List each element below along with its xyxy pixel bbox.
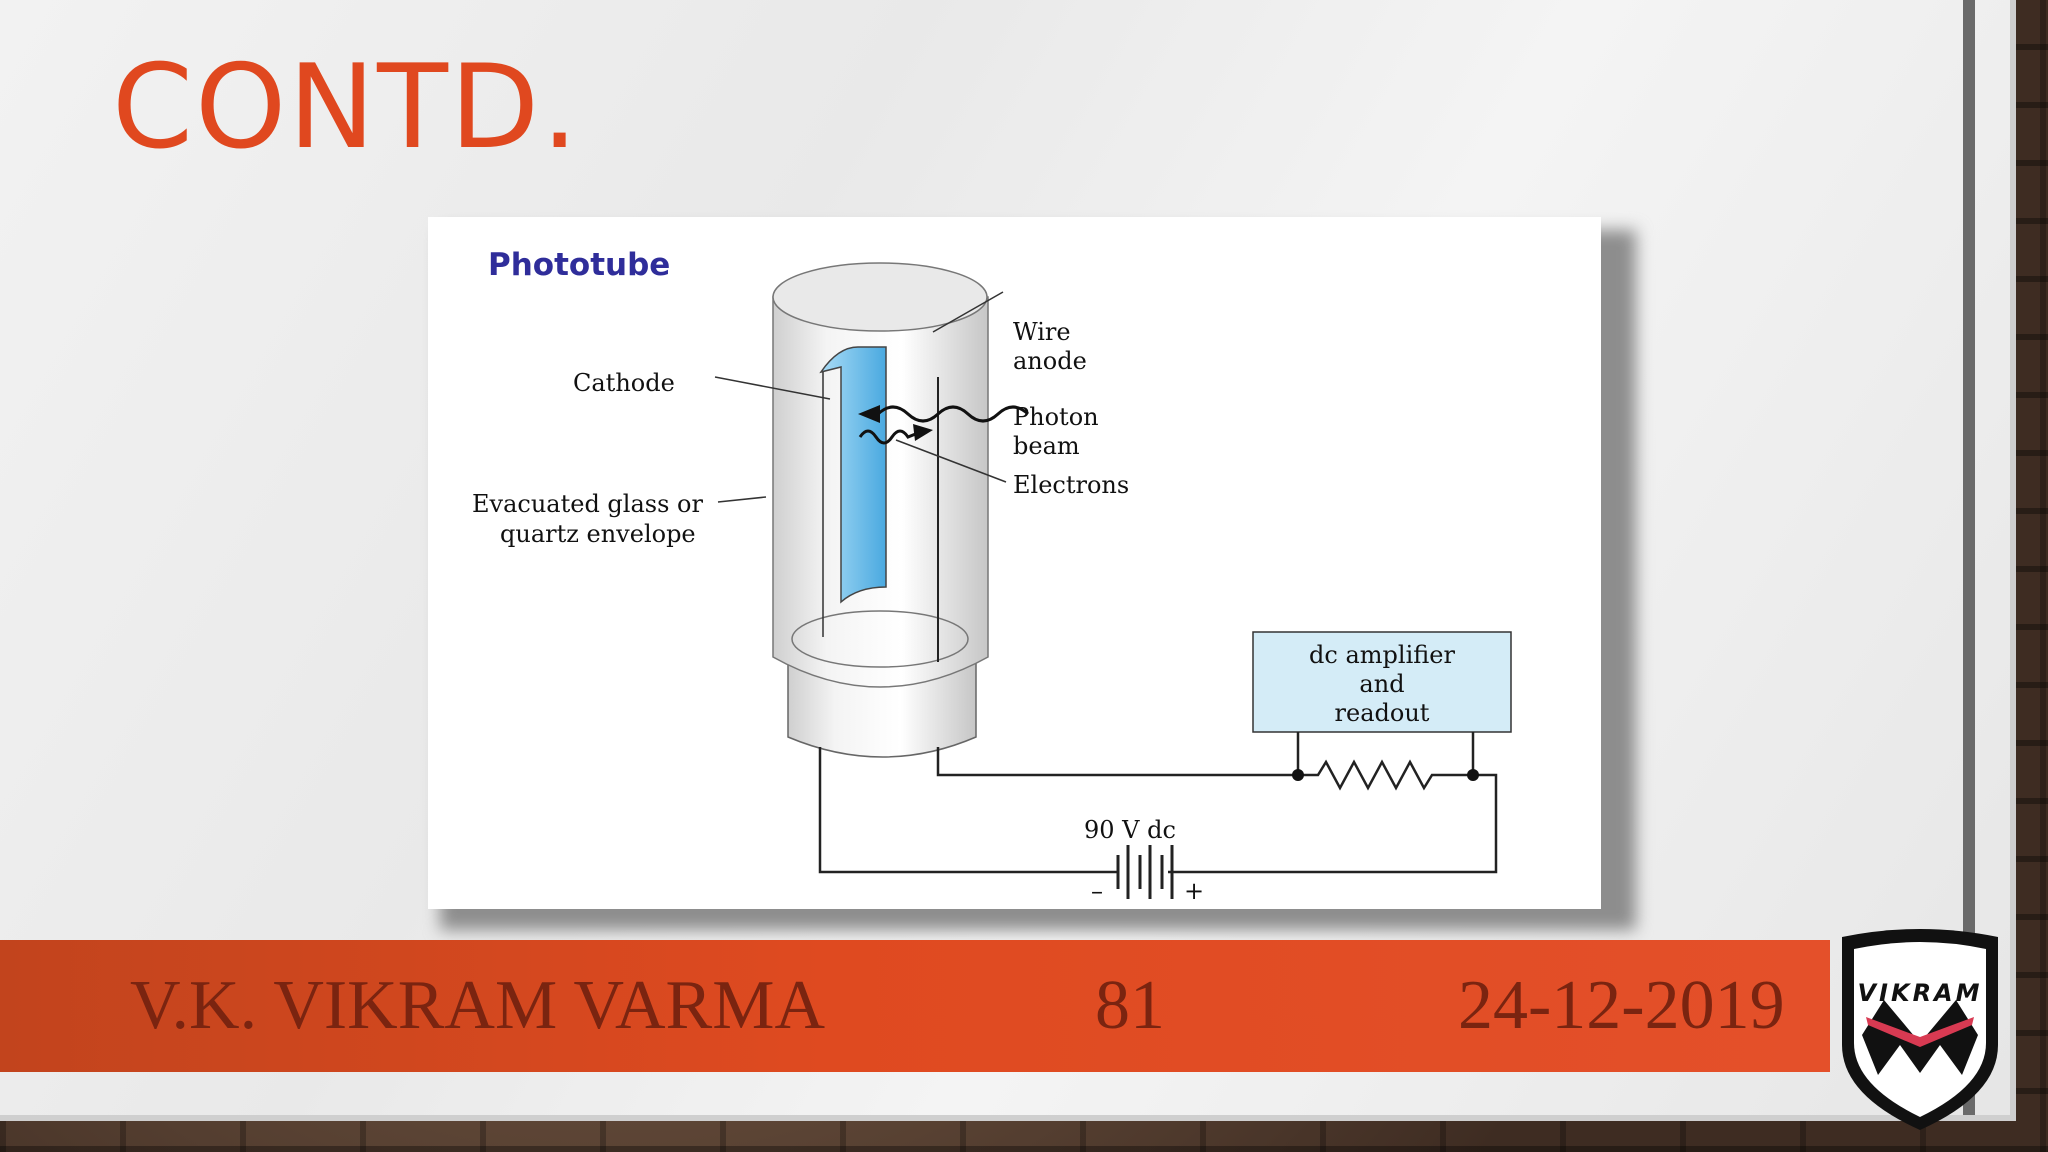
battery bbox=[1116, 845, 1174, 899]
phototube-diagram: Phototube Wire anode bbox=[472, 247, 1512, 905]
photon-beam-label-line2: beam bbox=[1013, 432, 1080, 460]
cathode-leader bbox=[714, 376, 831, 400]
envelope-label-line2: quartz envelope bbox=[500, 520, 696, 548]
logo-text: VIKRAM bbox=[1857, 979, 1983, 1007]
footer-date: 24-12-2019 bbox=[1458, 967, 1785, 1044]
amplifier-label-line2: and bbox=[1359, 670, 1404, 698]
footer-bar: V.K. VIKRAM VARMA 81 24-12-2019 bbox=[0, 940, 1830, 1072]
slide-right-edge-bar bbox=[1963, 0, 1975, 1115]
cathode-label: Cathode bbox=[573, 369, 675, 397]
wire-anode-label-line2: anode bbox=[1013, 347, 1087, 375]
wire-anode-leader bbox=[932, 291, 1004, 333]
return-wire-right bbox=[1168, 773, 1498, 874]
photon-beam-arrow bbox=[858, 405, 880, 423]
electrons-leader bbox=[895, 439, 1007, 483]
footer-author: V.K. VIKRAM VARMA bbox=[130, 967, 826, 1044]
photon-beam-label-line1: Photon bbox=[1013, 403, 1099, 431]
battery-minus-label: – bbox=[1091, 877, 1103, 905]
electrons-arrow bbox=[913, 424, 933, 441]
tube-top bbox=[772, 262, 988, 332]
battery-plus-label: + bbox=[1184, 877, 1204, 905]
vikram-logo: VIKRAM bbox=[1822, 925, 2018, 1135]
tube-floor-ring bbox=[791, 610, 969, 668]
voltage-label: 90 V dc bbox=[1084, 816, 1176, 844]
logo-swoosh bbox=[1866, 1017, 1974, 1047]
envelope-leader bbox=[717, 496, 767, 503]
anode-wire bbox=[936, 747, 1298, 777]
amplifier-label-line3: readout bbox=[1335, 699, 1430, 727]
phototube-figure: Phototube Wire anode bbox=[428, 217, 1601, 909]
slide-title: CONTD. bbox=[112, 40, 581, 175]
return-wire-left bbox=[818, 747, 1118, 874]
slide: CONTD. Phototube bbox=[0, 0, 2010, 1115]
junction-left bbox=[1292, 769, 1304, 781]
figure-title: Phototube bbox=[488, 247, 670, 283]
envelope-label-line1: Evacuated glass or bbox=[472, 490, 703, 518]
logo-shield-inner bbox=[1854, 942, 1986, 1117]
logo-m-mark bbox=[1862, 1000, 1978, 1075]
electrons-label: Electrons bbox=[1013, 471, 1129, 499]
wire-anode-label-line1: Wire bbox=[1013, 318, 1071, 346]
amplifier-label-line1: dc amplifier bbox=[1309, 641, 1455, 669]
photon-beam-wave bbox=[876, 405, 1030, 423]
footer-page-number: 81 bbox=[1095, 967, 1165, 1044]
junction-right bbox=[1467, 769, 1479, 781]
electrons-wave bbox=[858, 429, 919, 445]
load-resistor bbox=[1298, 759, 1473, 791]
amplifier-box bbox=[1252, 631, 1512, 733]
